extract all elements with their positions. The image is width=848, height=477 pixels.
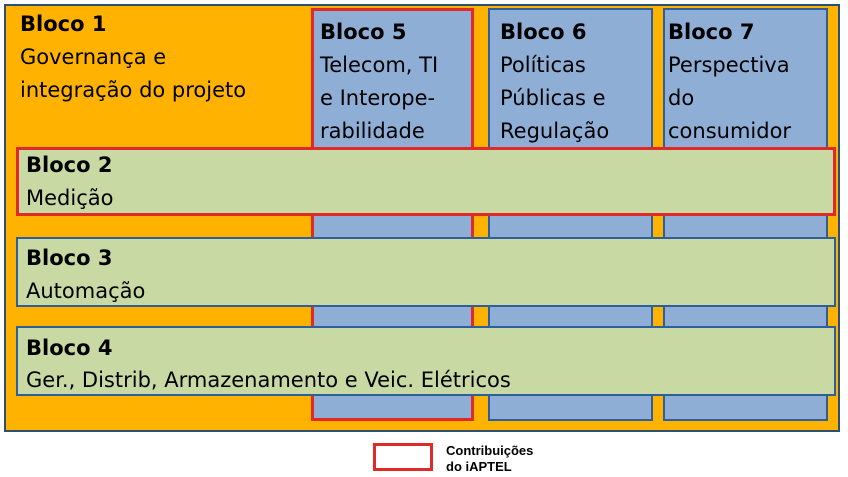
bloco-3-title: Bloco 3 — [26, 246, 113, 270]
bloco-7-description: Perspectiva do consumidor — [668, 49, 791, 148]
legend-line-1: Contribuições — [446, 443, 534, 458]
legend-swatch — [373, 443, 433, 471]
bloco-4-box — [16, 326, 836, 396]
bloco-5-line-3: rabilidade — [320, 119, 425, 143]
bloco-4-title: Bloco 4 — [26, 336, 113, 360]
bloco-7-line-2: do — [668, 86, 695, 110]
bloco-1-title: Bloco 1 — [20, 12, 107, 36]
bloco-6-description: Políticas Públicas e Regulação — [500, 49, 609, 148]
bloco-3-box — [16, 237, 836, 307]
bloco-7-title: Bloco 7 — [668, 20, 755, 44]
bloco-1-line-1: Governança e — [20, 45, 167, 69]
bloco-1-description: Governança e integração do projeto — [20, 41, 246, 107]
bloco-1-line-2: integração do projeto — [20, 78, 247, 102]
bloco-7-line-1: Perspectiva — [668, 53, 790, 77]
bloco-2-box — [16, 147, 836, 216]
bloco-6-line-1: Políticas — [500, 53, 586, 77]
bloco-5-description: Telecom, TI e Interope- rabilidade — [320, 49, 438, 148]
bloco-6-title: Bloco 6 — [500, 20, 587, 44]
bloco-7-line-3: consumidor — [668, 119, 792, 143]
bloco-6-line-2: Públicas e — [500, 86, 606, 110]
bloco-2-description: Medição — [26, 186, 114, 210]
bloco-2-title: Bloco 2 — [26, 153, 113, 177]
bloco-5-line-1: Telecom, TI — [320, 53, 439, 77]
legend-label: Contribuições do iAPTEL — [446, 443, 533, 475]
bloco-4-description: Ger., Distrib, Armazenamento e Veic. Elé… — [26, 368, 511, 392]
bloco-5-title: Bloco 5 — [320, 20, 407, 44]
bloco-5-line-2: e Interope- — [320, 86, 436, 110]
legend-line-2: do iAPTEL — [446, 459, 512, 474]
bloco-3-description: Automação — [26, 279, 146, 303]
bloco-6-line-3: Regulação — [500, 119, 610, 143]
